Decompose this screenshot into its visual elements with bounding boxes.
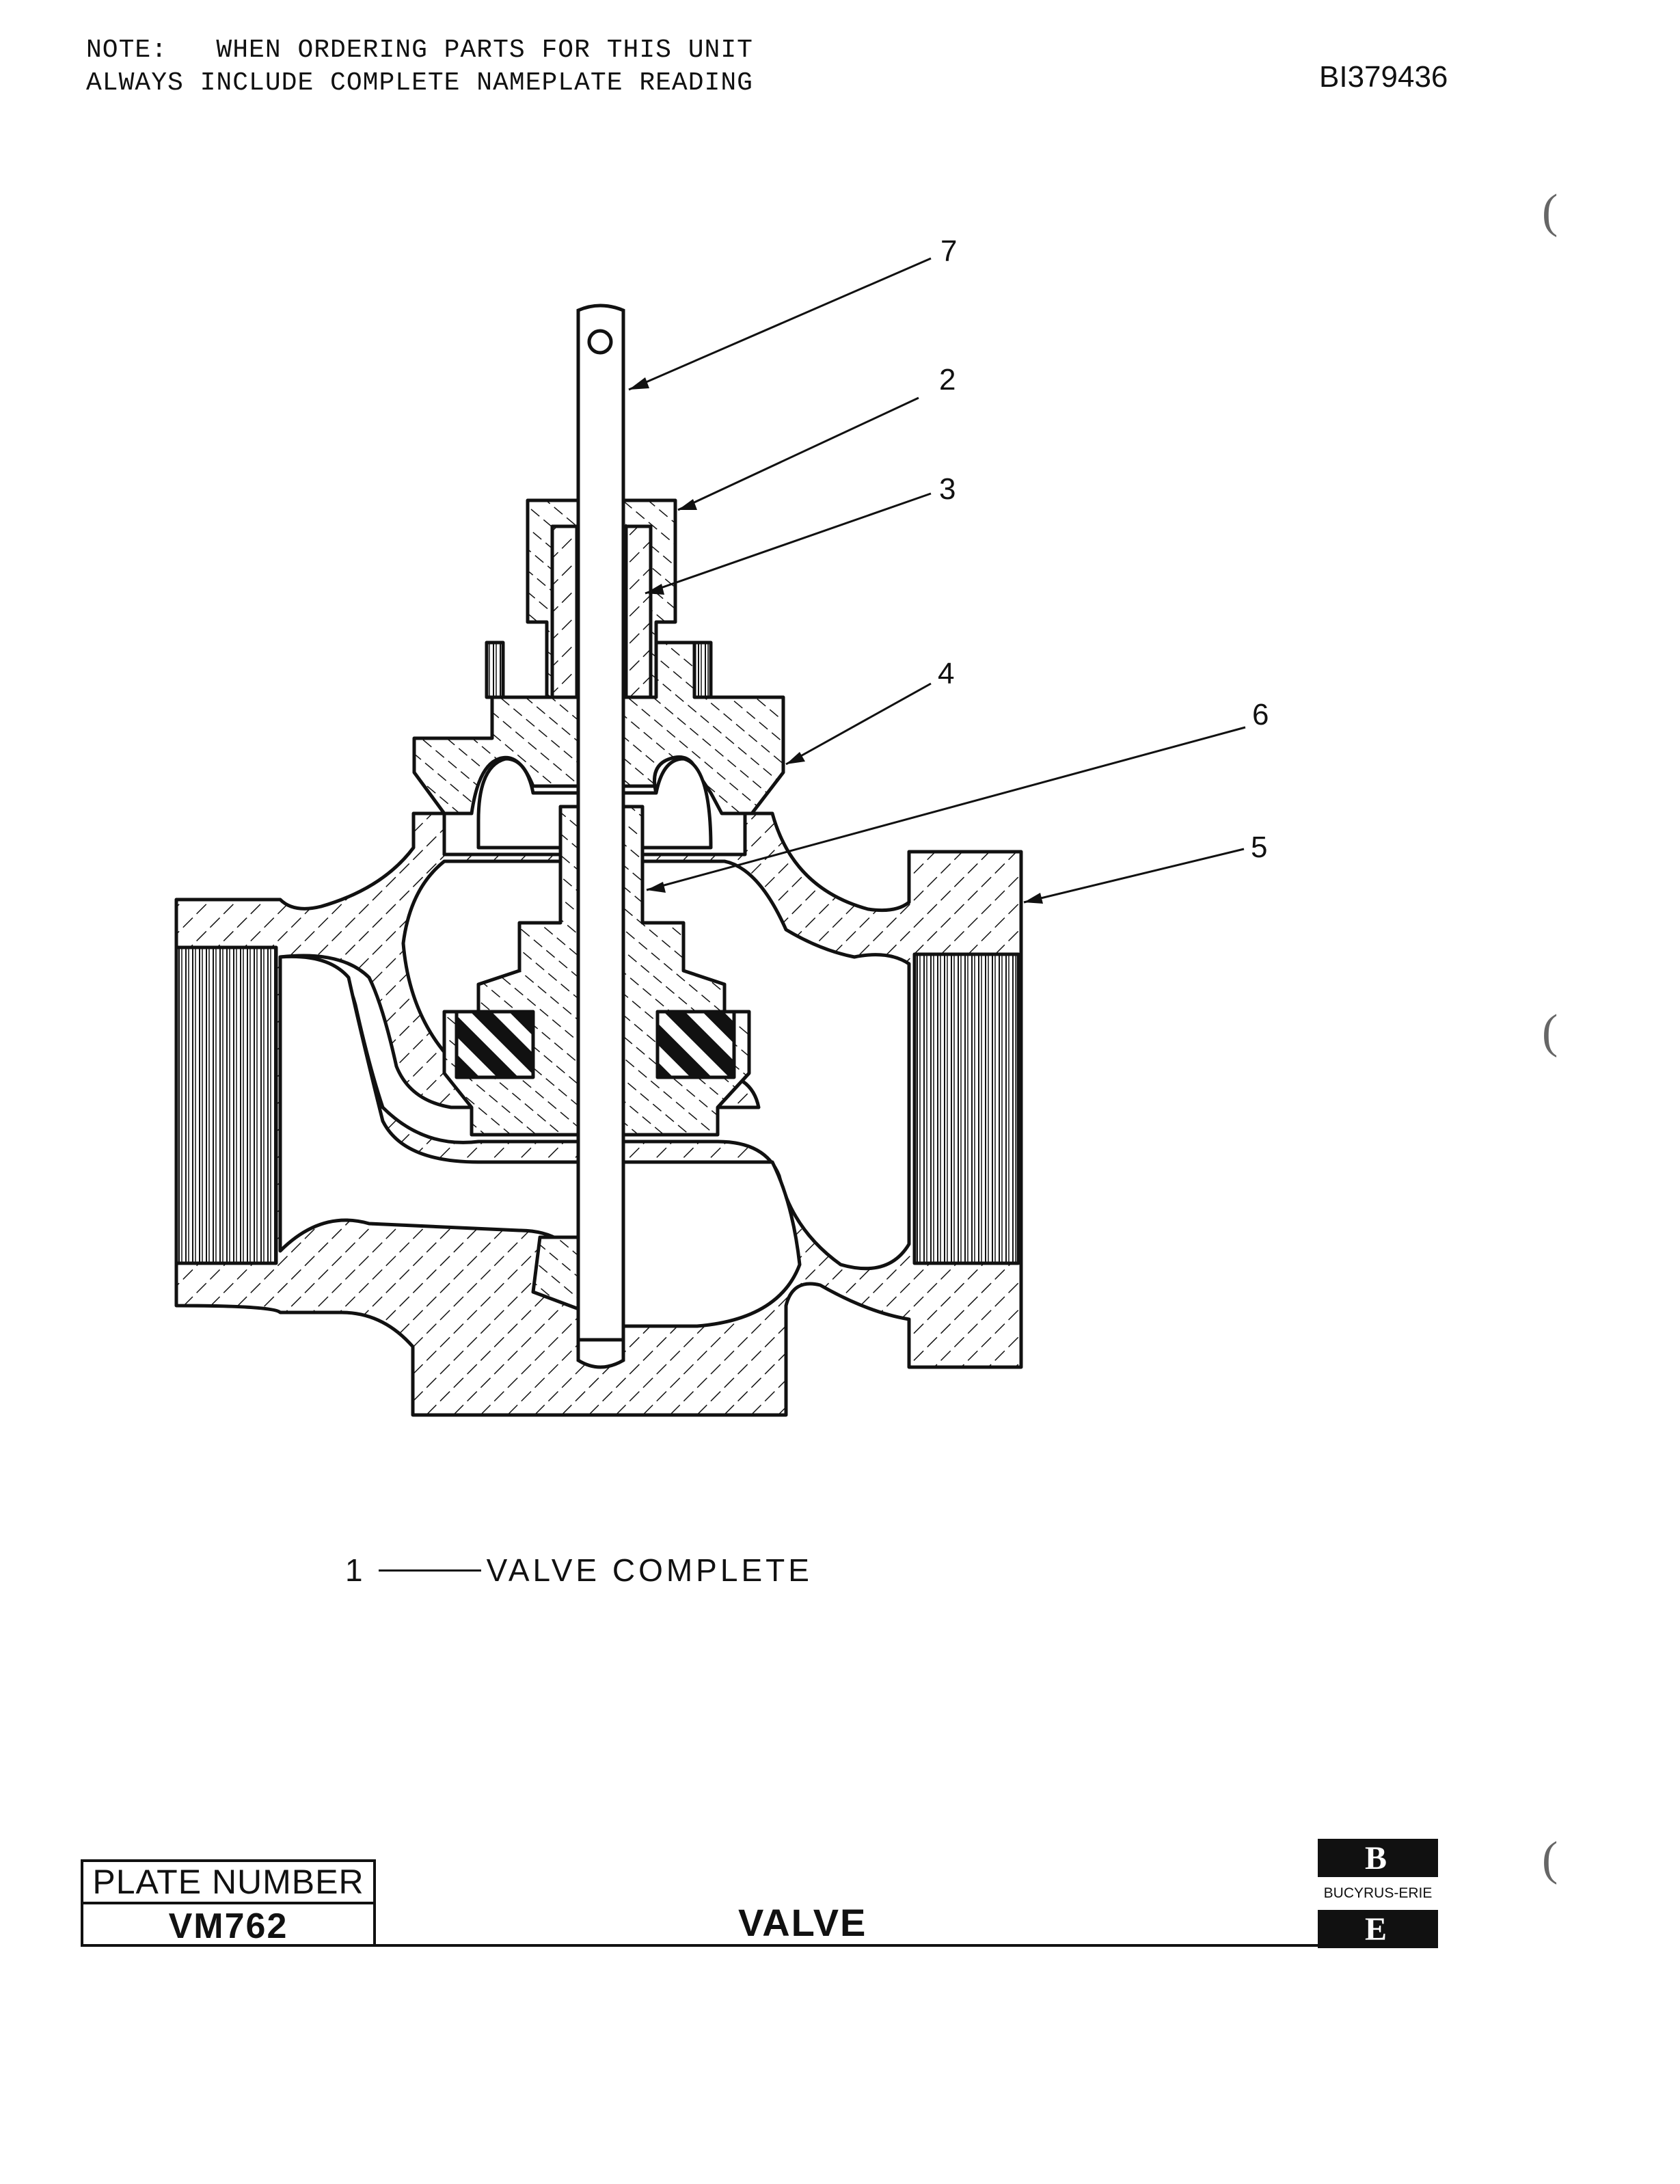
callout-7: 7 (940, 234, 957, 268)
legend-valve-complete: 1 VALVE COMPLETE (345, 1552, 813, 1589)
legend-text: VALVE COMPLETE (486, 1552, 813, 1588)
callout-arrows (629, 377, 1043, 904)
callout-4: 4 (938, 657, 954, 690)
binder-hole-mark-middle: ( (1542, 1006, 1558, 1058)
plate-title: VALVE (738, 1901, 867, 1944)
legend-number: 1 (345, 1552, 366, 1588)
note-line-2: ALWAYS INCLUDE COMPLETE NAMEPLATE READIN… (86, 68, 753, 98)
binder-hole-mark-bottom: ( (1542, 1833, 1558, 1885)
callout-leaders (628, 257, 1246, 904)
callout-6: 6 (1252, 698, 1269, 731)
logo-brand-text: BUCYRUS-ERIE (1323, 1885, 1433, 1901)
plate-number-label: PLATE NUMBER (83, 1862, 373, 1904)
document-id: BI379436 (1319, 60, 1448, 94)
binder-hole-mark-top: ( (1542, 185, 1558, 238)
logo-top-block: B (1318, 1839, 1438, 1877)
callout-2: 2 (939, 363, 956, 396)
callout-3: 3 (939, 472, 956, 506)
plate-number-box: PLATE NUMBER VM762 (81, 1859, 376, 1947)
note-line-1: NOTE: WHEN ORDERING PARTS FOR THIS UNIT (86, 36, 753, 65)
title-rule (375, 1944, 1434, 1947)
bucyrus-erie-logo: B BUCYRUS-ERIE E (1318, 1839, 1438, 1948)
logo-bottom-block: E (1318, 1910, 1438, 1948)
valve-stem (576, 304, 625, 1369)
plate-number-value: VM762 (168, 1906, 288, 1946)
callout-5: 5 (1251, 831, 1267, 864)
ordering-note: NOTE: WHEN ORDERING PARTS FOR THIS UNIT … (86, 34, 753, 100)
legend-dash (378, 1569, 481, 1572)
